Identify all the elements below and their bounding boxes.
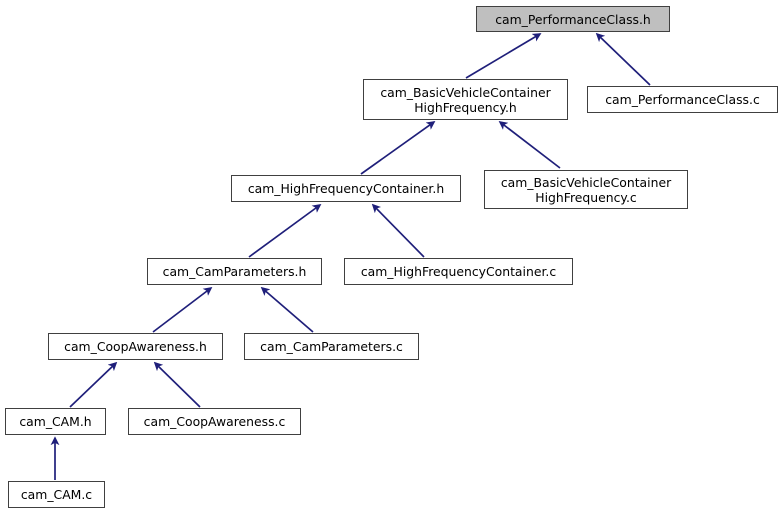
edge-cam_h-to-coopawareness_h [69, 361, 118, 408]
graph-node-label: cam_CAM.h [19, 414, 92, 429]
edge-coopawareness_h-to-camparameters_h [152, 286, 213, 333]
edge-basicvehicle_c-to-basicvehicle_h [498, 120, 561, 169]
graph-node-camparameters_c[interactable]: cam_CamParameters.c [244, 333, 419, 360]
graph-node-highfreqcontainer_h[interactable]: cam_HighFrequencyContainer.h [231, 175, 461, 202]
graph-node-performanceclass_c[interactable]: cam_PerformanceClass.c [587, 86, 778, 113]
graph-node-label: cam_BasicVehicleContainer HighFrequency.… [500, 174, 672, 205]
edge-camparameters_h-to-highfreqcontainer_h [248, 203, 322, 258]
graph-node-basicvehicle_h[interactable]: cam_BasicVehicleContainer HighFrequency.… [363, 79, 568, 120]
graph-node-cam_h[interactable]: cam_CAM.h [5, 408, 106, 435]
graph-node-label: cam_CoopAwareness.h [64, 339, 207, 354]
graph-node-label: cam_CamParameters.h [162, 264, 307, 279]
graph-node-highfreqcontainer_c[interactable]: cam_HighFrequencyContainer.c [344, 258, 573, 285]
graph-node-label: cam_PerformanceClass.c [605, 92, 760, 107]
graph-node-camparameters_h[interactable]: cam_CamParameters.h [147, 258, 322, 285]
edge-performanceclass_c-to-performanceclass_h [595, 32, 651, 86]
graph-node-cam_c[interactable]: cam_CAM.c [8, 481, 105, 508]
edge-highfreqcontainer_c-to-highfreqcontainer_h [371, 203, 425, 258]
edge-coopawareness_c-to-coopawareness_h [153, 361, 201, 408]
graph-node-label: cam_CoopAwareness.c [143, 414, 286, 429]
graph-node-label: cam_HighFrequencyContainer.h [247, 181, 445, 196]
graph-node-label: cam_CAM.c [20, 487, 93, 502]
edge-basicvehicle_h-to-performanceclass_h [465, 33, 542, 79]
graph-node-label: cam_HighFrequencyContainer.c [360, 264, 557, 279]
graph-node-label: cam_BasicVehicleContainer HighFrequency.… [380, 84, 551, 115]
graph-node-coopawareness_c[interactable]: cam_CoopAwareness.c [128, 408, 301, 435]
graph-node-label: cam_PerformanceClass.h [495, 11, 651, 27]
graph-node-performanceclass_h[interactable]: cam_PerformanceClass.h [476, 6, 670, 32]
graph-node-basicvehicle_c[interactable]: cam_BasicVehicleContainer HighFrequency.… [484, 170, 688, 209]
edge-highfreqcontainer_h-to-basicvehicle_h [360, 121, 436, 175]
graph-node-coopawareness_h[interactable]: cam_CoopAwareness.h [48, 333, 223, 360]
edge-camparameters_c-to-camparameters_h [260, 286, 314, 333]
graph-node-label: cam_CamParameters.c [260, 339, 403, 354]
